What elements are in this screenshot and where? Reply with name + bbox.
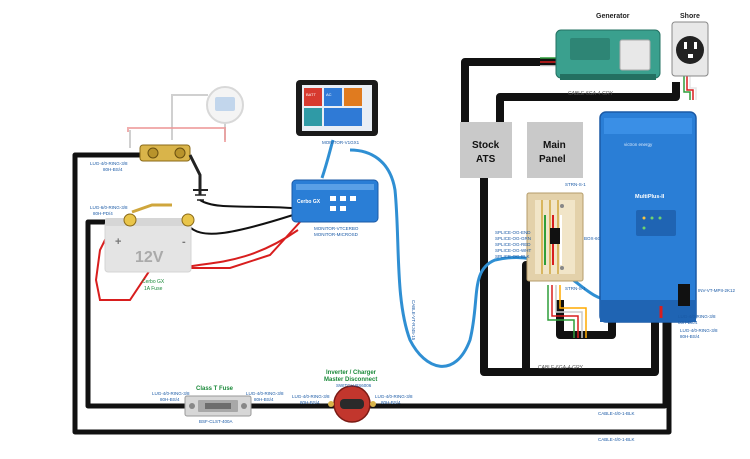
battery-plus-label: + [115,236,121,248]
class-t-fuse-label: Class T Fuse [196,386,234,392]
cerbo-fuse-label-1: Cerbo GX [142,279,165,285]
shore-receptacle [671,21,709,77]
monitor-part-label: MONITOR-V1GX1 [322,140,360,145]
main-panel: Main Panel [527,122,583,178]
class-t-fuse [184,395,252,417]
splice-label-4: SPLICE-OG-WHT [495,248,532,253]
disconnect-title-2: Master Disconnect [324,377,377,383]
cerbo-part-label-2: MONITOR-MICROSD [314,232,359,237]
dc-black-cable-outer [72,152,672,435]
cable-6ga-top-label: CABLE-6GA-4-GRY [568,91,614,97]
battery: + - 12V [104,218,192,273]
fuse-left-lug-1: LUG-4/0-RING-3/8 [152,391,190,396]
black-small-wires [187,199,294,235]
disconnect-part-label: SWITCH-BS6006 [336,383,372,388]
stock-ats-label-2: ATS [476,154,496,165]
lug-left-label-1: LUG-6/0-RING-3/8 [90,205,128,210]
fuse-part-label: BSF-CLST-400A [199,419,233,424]
multiplus-brand: victron energy [624,142,653,147]
multiplus-inverter: victron energy MultiPlus-II [599,111,697,323]
junction-box [526,192,584,282]
splice-label-1: SPLICE-OG-END [495,230,531,235]
ve-bus-cable-label: CABLE-VT-RJ45-15 [411,300,416,341]
multiplus-name: MultiPlus-II [635,194,665,200]
stock-ats-label-1: Stock [472,140,500,151]
cerbo-title: Cerbo GX [297,199,321,205]
battery-minus-label: - [182,236,186,248]
shore-label: Shore [680,13,700,20]
screen-tile-1: BATT [306,92,316,97]
splice-label-5: SPLICE-OG-BLK [495,254,530,259]
disc-left-lug-1: LUG-4/0-RING-3/8 [292,394,330,399]
generator-label: Generator [596,13,630,20]
disc-right-lug-1: LUG-4/0-RING-3/8 [375,394,413,399]
dc-black-cable-inner [85,219,668,409]
splice-label-2: SPLICE-OG-GRN [495,236,531,241]
stock-ats: Stock ATS [460,122,512,178]
cable-6ga-bottom-label: CABLE-6GA-4-GRY [538,365,584,371]
shunt [123,144,208,227]
main-panel-label-2: Panel [539,154,566,165]
cerbo-part-label-1: MONITOR-VTCERBO [314,226,359,231]
mp-lug-label-2: 80H-BS/4 [678,320,698,325]
fuse-left-lug-2: 80H-BS/4 [160,397,180,402]
monitor-to-cerbo-cable [320,139,335,179]
strn-bottom-label: STRN-S-1 [565,286,586,291]
cerbo-gx: Cerbo GX [291,179,379,223]
main-panel-label-1: Main [543,140,566,151]
touch-monitor: BATT AC [296,80,378,136]
screen-tile-2: AC [326,92,332,97]
disconnect-title-1: Inverter / Charger [326,370,377,376]
multiplus-part-label: INV-VT-MPII-2K12 [698,288,736,293]
cerbo-fuse-label-2: 1A Fuse [144,286,163,292]
fuse-right-lug-2: 80H-BS/4 [254,397,274,402]
disc-left-lug-2: 80H-BS/4 [300,400,320,405]
battery-voltage-label: 12V [135,249,164,266]
box-part-label: BOX-6GBB [584,236,607,241]
lug-top-label-2: 80H-BS/4 [103,167,123,172]
mp-lug2-label-1: LUG-4/0-RING-3/8 [680,328,718,333]
battery-monitor-ghost [127,86,244,148]
master-disconnect [328,385,376,423]
splice-label-3: SPLICE-OG-RED [495,242,531,247]
mp-pigtails [547,285,587,338]
strn-top-label: STRN-S-1 [565,182,586,187]
cable-4-0-bottom-label: CABLE-4/0-1-BLK [598,437,635,442]
disc-right-lug-2: 80H-BS/4 [381,400,401,405]
cable-4-0-top-label: CABLE-4/0-1-BLK [598,411,635,416]
generator [555,29,661,80]
fuse-right-lug-1: LUG-4/0-RING-3/8 [246,391,284,396]
shore-pigtails [683,75,697,100]
mp-lug2-label-2: 80H-BS/4 [680,334,700,339]
lug-left-label-2: 80H-PD/4 [93,211,113,216]
lug-top-label-1: LUG-4/0-RING-3/8 [90,161,128,166]
gen-pigtails [540,57,556,67]
mp-lug-label-1: LUG-4/0-RING-3/8 [678,314,716,319]
